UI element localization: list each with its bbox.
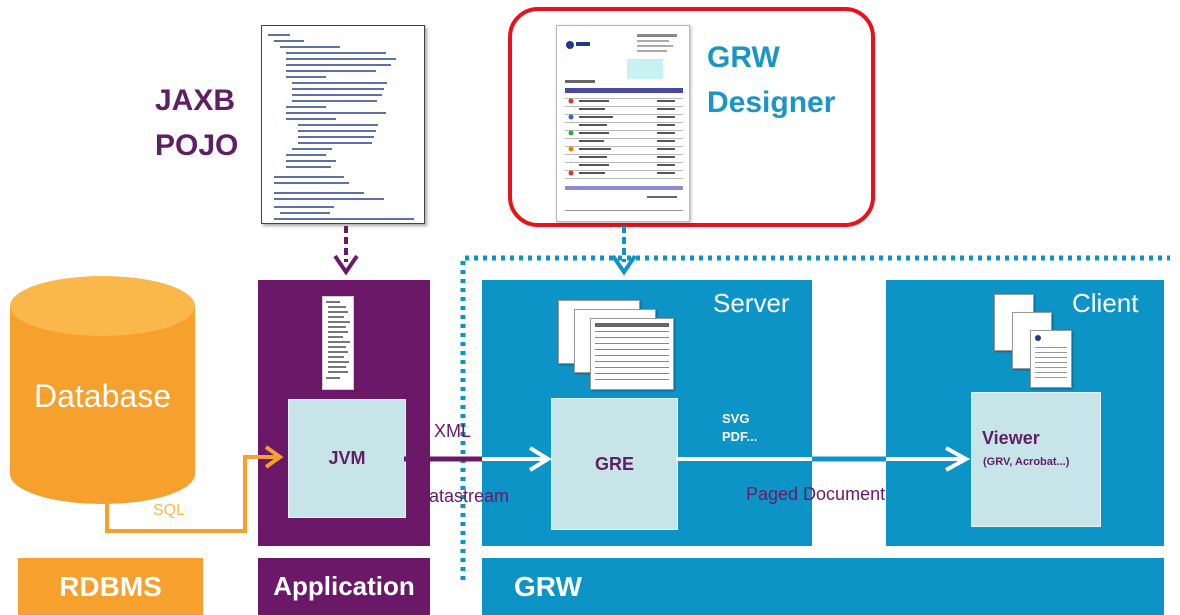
jvm-label: JVM	[328, 448, 366, 468]
report-preview-graphic	[565, 34, 683, 211]
viewer-label: Viewer	[982, 428, 1040, 448]
xml-label: XML	[434, 421, 472, 441]
svg-label: SVG	[722, 411, 750, 426]
server-label: Server	[713, 288, 790, 318]
grw-label: GRW	[514, 570, 582, 602]
grw-boundary-dotted-line	[460, 255, 1170, 580]
grw-band: GRW	[482, 558, 1164, 615]
gre-arrow-head	[528, 446, 552, 472]
jaxb-arrow-head	[333, 254, 359, 276]
database-cylinder-top	[10, 276, 195, 336]
server-report-page-graphic	[595, 323, 669, 380]
sql-arrow-head	[264, 445, 284, 469]
gre-label: GRE	[594, 453, 634, 474]
output-formats-label: SVG PDF...	[722, 410, 757, 446]
pojo-label: POJO	[155, 129, 239, 162]
server-report-stack-image	[558, 300, 678, 395]
designer-arrow-head	[611, 254, 637, 276]
customer-order-report-image	[556, 25, 690, 222]
sql-connector	[105, 455, 276, 533]
paged-document-label: Paged Document	[746, 484, 886, 504]
designer-label-line2: Designer	[707, 86, 836, 119]
viewer-box	[971, 392, 1101, 527]
client-document-stack-image	[994, 294, 1074, 389]
viewer-sublabel: (GRV, Acrobat...)	[983, 456, 1070, 468]
database-label: Database	[34, 378, 171, 414]
jaxb-label: JAXB	[155, 84, 236, 117]
pdf-label: PDF...	[722, 429, 758, 444]
rdbms-band: RDBMS	[18, 558, 203, 615]
client-label: Client	[1072, 288, 1139, 318]
application-band: Application	[258, 558, 430, 615]
client-document-page-graphic	[1035, 335, 1067, 378]
datastream-label: Datastream	[416, 486, 510, 506]
code-document-image	[261, 25, 425, 224]
jaxb-pojo-label: JAXB POJO	[155, 78, 238, 168]
xml-document-graphic	[326, 301, 350, 379]
application-label: Application	[273, 571, 415, 601]
sql-label: SQL	[153, 502, 186, 519]
viewer-arrow-head	[945, 446, 971, 472]
designer-highlight-box	[508, 7, 875, 227]
grw-designer-label: GRW Designer	[707, 35, 835, 125]
rdbms-label: RDBMS	[59, 570, 162, 602]
jvm-box: JVM	[288, 399, 406, 518]
xml-document-image	[322, 296, 354, 390]
gre-box: GRE	[551, 398, 678, 530]
designer-label-line1: GRW	[707, 41, 780, 74]
